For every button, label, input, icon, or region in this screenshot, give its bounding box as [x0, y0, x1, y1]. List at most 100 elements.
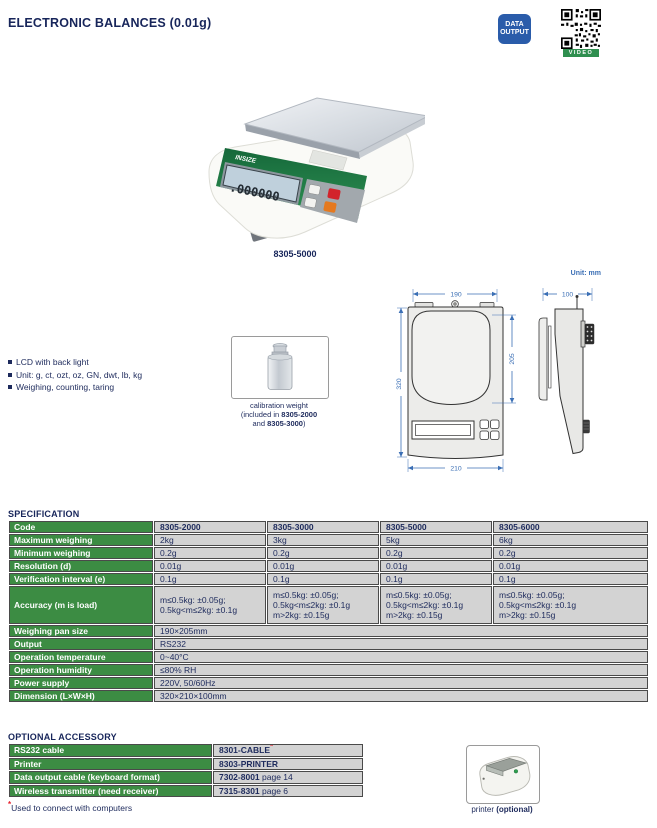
- dimension-drawing: Unit: mm: [393, 264, 657, 481]
- spec-value: m≤0.5kg: ±0.05g; 0.5kg<m≤2kg: ±0.1g m>2k…: [267, 586, 379, 624]
- spec-row-operation-humidity: Operation humidity ≤80% RH: [9, 664, 648, 676]
- video-label: VIDEO: [563, 49, 599, 57]
- feature-text: Weighing, counting, taring: [16, 382, 115, 392]
- feature-text: Unit: g, ct, ozt, oz, GN, dwt, lb, kg: [16, 369, 143, 380]
- data-output-badge-line2: OUTPUT: [500, 29, 529, 36]
- spec-value: 0.2g: [380, 547, 492, 559]
- accessory-label: Data output cable (keyboard format): [9, 771, 212, 784]
- spec-label: Dimension (L×W×H): [9, 690, 153, 702]
- data-output-badge-line1: DATA: [505, 20, 524, 28]
- feature-list: LCD with back light Unit: g, ct, ozt, oz…: [8, 357, 142, 395]
- spec-value: 6kg: [493, 534, 648, 546]
- accessory-value: 8303-PRINTER: [213, 757, 363, 770]
- spec-row-dimension: Dimension (L×W×H) 320×210×100mm: [9, 690, 648, 702]
- spec-label: Minimum weighing: [9, 547, 153, 559]
- spec-value: 220V, 50/60Hz: [154, 677, 648, 689]
- spec-value: 0.01g: [267, 560, 379, 572]
- accessory-value: 7302-8001 page 14: [213, 771, 363, 784]
- spec-row-resolution: Resolution (d) 0.01g 0.01g 0.01g 0.01g: [9, 560, 648, 572]
- accessory-row-data-output-cable: Data output cable (keyboard format) 7302…: [9, 771, 363, 784]
- spec-value: 190×205mm: [154, 625, 648, 637]
- spec-row-operation-temperature: Operation temperature 0~40°C: [9, 651, 648, 663]
- spec-value: 5kg: [380, 534, 492, 546]
- spec-value: m≤0.5kg: ±0.05g; 0.5kg<m≤2kg: ±0.1g: [154, 586, 266, 624]
- spec-label: Code: [9, 521, 153, 533]
- spec-value: 0.2g: [493, 547, 648, 559]
- spec-label: Resolution (d): [9, 560, 153, 572]
- unit-label: Unit: mm: [571, 270, 601, 277]
- accessory-label: Printer: [9, 757, 212, 770]
- spec-label: Operation humidity: [9, 664, 153, 676]
- calibration-caption-line3: and 8305-3000): [252, 419, 306, 428]
- spec-row-max-weighing: Maximum weighing 2kg 3kg 5kg 6kg: [9, 534, 648, 546]
- footnote-text: Used to connect with computers: [11, 803, 133, 813]
- spec-value: 0.01g: [154, 560, 266, 572]
- dimension-label-100: 100: [562, 292, 574, 299]
- bullet-square-icon: [8, 360, 12, 364]
- spec-value: m≤0.5kg: ±0.05g; 0.5kg<m≤2kg: ±0.1g m>2k…: [493, 586, 648, 624]
- spec-label: Maximum weighing: [9, 534, 153, 546]
- feature-item: Unit: g, ct, ozt, oz, GN, dwt, lb, kg: [8, 370, 142, 380]
- printer-icon: [479, 755, 531, 796]
- spec-row-pan-size: Weighing pan size 190×205mm: [9, 625, 648, 637]
- calibration-caption-line1: calibration weight: [250, 401, 308, 410]
- balance-product-image: .000000 INSIZE: [195, 86, 430, 251]
- spec-label: Accuracy (m is load): [9, 586, 153, 624]
- feature-text: LCD with back light: [16, 357, 89, 367]
- spec-row-verification-interval: Verification interval (e) 0.1g 0.1g 0.1g…: [9, 573, 648, 585]
- calibration-caption: calibration weight (included in 8305-200…: [199, 401, 359, 428]
- printer-image: [466, 745, 540, 804]
- footnote: *Used to connect with computers: [8, 800, 133, 813]
- feature-item: LCD with back light: [8, 357, 142, 367]
- dimension-label-210: 210: [450, 466, 462, 473]
- specification-heading: SPECIFICATION: [8, 509, 80, 519]
- spec-row-accuracy: Accuracy (m is load) m≤0.5kg: ±0.05g; 0.…: [9, 586, 648, 624]
- spec-row-power-supply: Power supply 220V, 50/60Hz: [9, 677, 648, 689]
- spec-row-code: Code 8305-2000 8305-3000 8305-5000 8305-…: [9, 521, 648, 533]
- spec-value: 0.01g: [493, 560, 648, 572]
- spec-value: m≤0.5kg: ±0.05g; 0.5kg<m≤2kg: ±0.1g m>2k…: [380, 586, 492, 624]
- qr-code-icon: [561, 9, 601, 54]
- spec-value: 0.01g: [380, 560, 492, 572]
- brand-logo: INSIZE: [235, 154, 258, 165]
- accessory-label: Wireless transmitter (need receiver): [9, 784, 212, 797]
- specification-table: Code 8305-2000 8305-3000 8305-5000 8305-…: [8, 520, 649, 703]
- spec-value: ≤80% RH: [154, 664, 648, 676]
- spec-label: Weighing pan size: [9, 625, 153, 637]
- dimension-label-190: 190: [450, 292, 462, 299]
- spec-value: 320×210×100mm: [154, 690, 648, 702]
- spec-value: 8305-6000: [493, 521, 648, 533]
- printer-caption: printer (optional): [471, 805, 533, 814]
- spec-value: 0.2g: [154, 547, 266, 559]
- bullet-square-icon: [8, 372, 12, 377]
- accessory-value: 8301-CABLE*: [213, 744, 363, 757]
- spec-label: Operation temperature: [9, 651, 153, 663]
- spec-value: 0~40°C: [154, 651, 648, 663]
- accessory-row-rs232-cable: RS232 cable 8301-CABLE*: [9, 744, 363, 757]
- red-asterisk: *: [270, 744, 274, 752]
- spec-label: Verification interval (e): [9, 573, 153, 585]
- optional-accessory-heading: OPTIONAL ACCESSORY: [8, 732, 117, 742]
- spec-row-min-weighing: Minimum weighing 0.2g 0.2g 0.2g 0.2g: [9, 547, 648, 559]
- accessory-label: RS232 cable: [9, 744, 212, 757]
- spec-value: 0.1g: [154, 573, 266, 585]
- red-asterisk: *: [8, 800, 12, 810]
- spec-value: 0.1g: [267, 573, 379, 585]
- calibration-caption-line2: (included in 8305-2000: [240, 410, 318, 419]
- accessory-row-printer: Printer 8303-PRINTER: [9, 757, 363, 770]
- bullet-square-icon: [8, 385, 12, 389]
- spec-value: 0.2g: [267, 547, 379, 559]
- accessory-value: 7315-8301 page 6: [213, 784, 363, 797]
- calibration-weight-image: [231, 336, 329, 399]
- data-output-badge: DATA OUTPUT: [498, 14, 531, 44]
- spec-value: 8305-3000: [267, 521, 379, 533]
- accessory-row-wireless-transmitter: Wireless transmitter (need receiver) 731…: [9, 784, 363, 797]
- spec-value: 2kg: [154, 534, 266, 546]
- optional-accessory-table: RS232 cable 8301-CABLE* Printer 8303-PRI…: [8, 743, 364, 798]
- feature-item: Weighing, counting, taring: [8, 382, 142, 392]
- product-model-label: 8305-5000: [273, 249, 317, 259]
- spec-value: 8305-2000: [154, 521, 266, 533]
- spec-label: Output: [9, 638, 153, 650]
- calibration-weight-icon: [267, 342, 293, 390]
